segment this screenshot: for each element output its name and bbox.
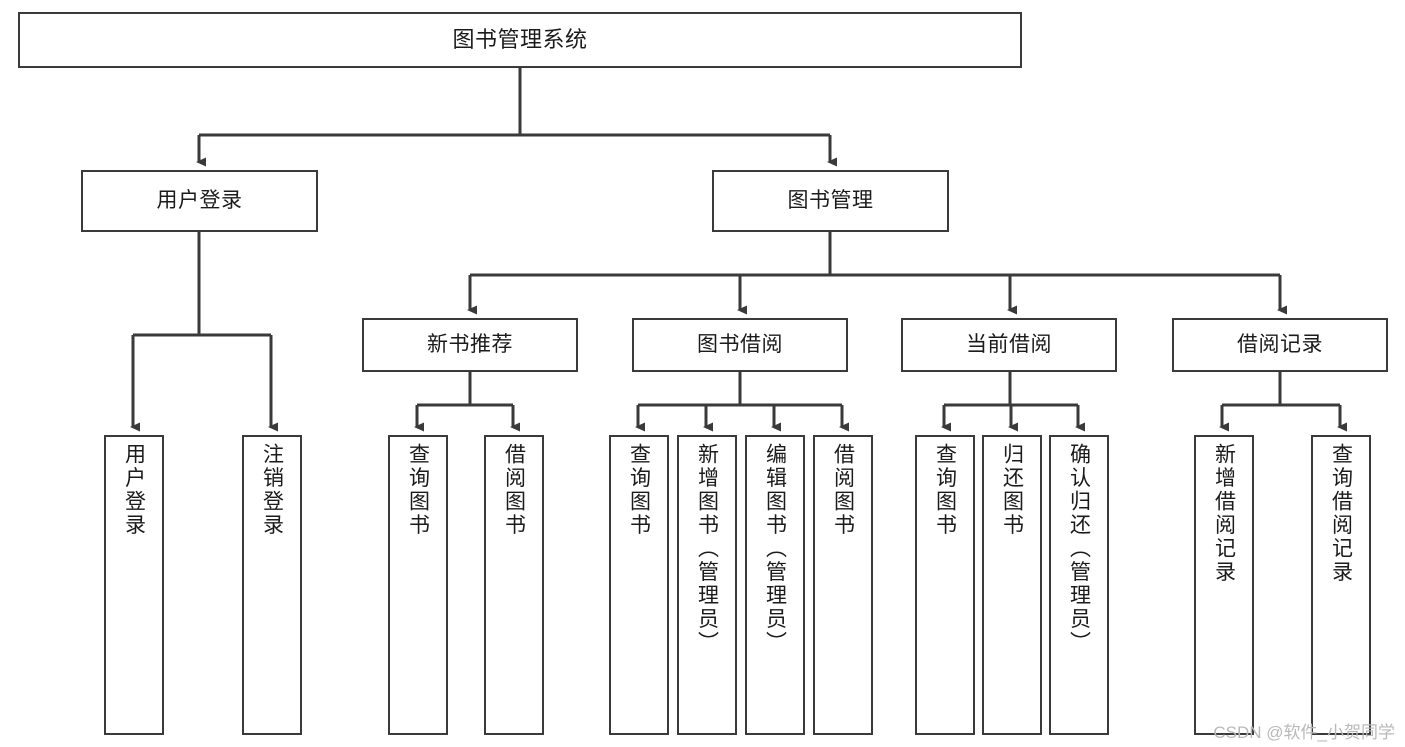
node-label: 当前借阅 (966, 332, 1052, 356)
leaf-query-borrow-record[interactable]: 查询借阅记录 (1311, 435, 1371, 735)
node-label: 新增图书（管理员） (695, 443, 719, 655)
node-book-borrow[interactable]: 图书借阅 (632, 318, 848, 372)
leaf-borrow-book[interactable]: 借阅图书 (813, 435, 873, 735)
leaf-logout[interactable]: 注销登录 (242, 435, 302, 735)
node-label: 注销登录 (260, 443, 284, 537)
node-label: 查询借阅记录 (1329, 443, 1353, 584)
node-new-book-recommend[interactable]: 新书推荐 (362, 318, 578, 372)
node-root-system[interactable]: 图书管理系统 (18, 12, 1022, 68)
node-label: 借阅图书 (831, 443, 855, 537)
node-label: 图书管理 (787, 188, 874, 212)
leaf-add-book-admin[interactable]: 新增图书（管理员） (677, 435, 737, 735)
node-label: 查询图书 (933, 443, 957, 537)
leaf-add-borrow-record[interactable]: 新增借阅记录 (1194, 435, 1254, 735)
leaf-user-login[interactable]: 用户登录 (104, 435, 164, 735)
node-label: 用户登录 (122, 443, 146, 537)
node-label: 确认归还（管理员） (1067, 443, 1091, 655)
node-label: 图书借阅 (697, 332, 783, 356)
node-label: 用户登录 (156, 188, 243, 212)
node-label: 归还图书 (1000, 443, 1024, 537)
node-label: 查询图书 (406, 443, 430, 537)
node-label: 新增借阅记录 (1212, 443, 1236, 584)
watermark: CSDN @软件_小贺同学 (1213, 723, 1395, 742)
node-label: 借阅记录 (1237, 332, 1323, 356)
leaf-query-book-current[interactable]: 查询图书 (915, 435, 975, 735)
leaf-borrow-book-recommend[interactable]: 借阅图书 (484, 435, 544, 735)
node-user-login[interactable]: 用户登录 (81, 170, 318, 232)
node-book-management[interactable]: 图书管理 (712, 170, 949, 232)
leaf-return-book[interactable]: 归还图书 (982, 435, 1042, 735)
node-label: 查询图书 (627, 443, 651, 537)
node-current-borrow[interactable]: 当前借阅 (901, 318, 1117, 372)
node-label: 借阅图书 (502, 443, 526, 537)
leaf-edit-book-admin[interactable]: 编辑图书（管理员） (745, 435, 805, 735)
node-label: 图书管理系统 (452, 27, 588, 53)
node-label: 新书推荐 (427, 332, 513, 356)
node-label: 编辑图书（管理员） (763, 443, 787, 655)
leaf-query-book-recommend[interactable]: 查询图书 (388, 435, 448, 735)
leaf-confirm-return-admin[interactable]: 确认归还（管理员） (1049, 435, 1109, 735)
node-borrow-records[interactable]: 借阅记录 (1172, 318, 1388, 372)
leaf-query-book-borrow[interactable]: 查询图书 (609, 435, 669, 735)
